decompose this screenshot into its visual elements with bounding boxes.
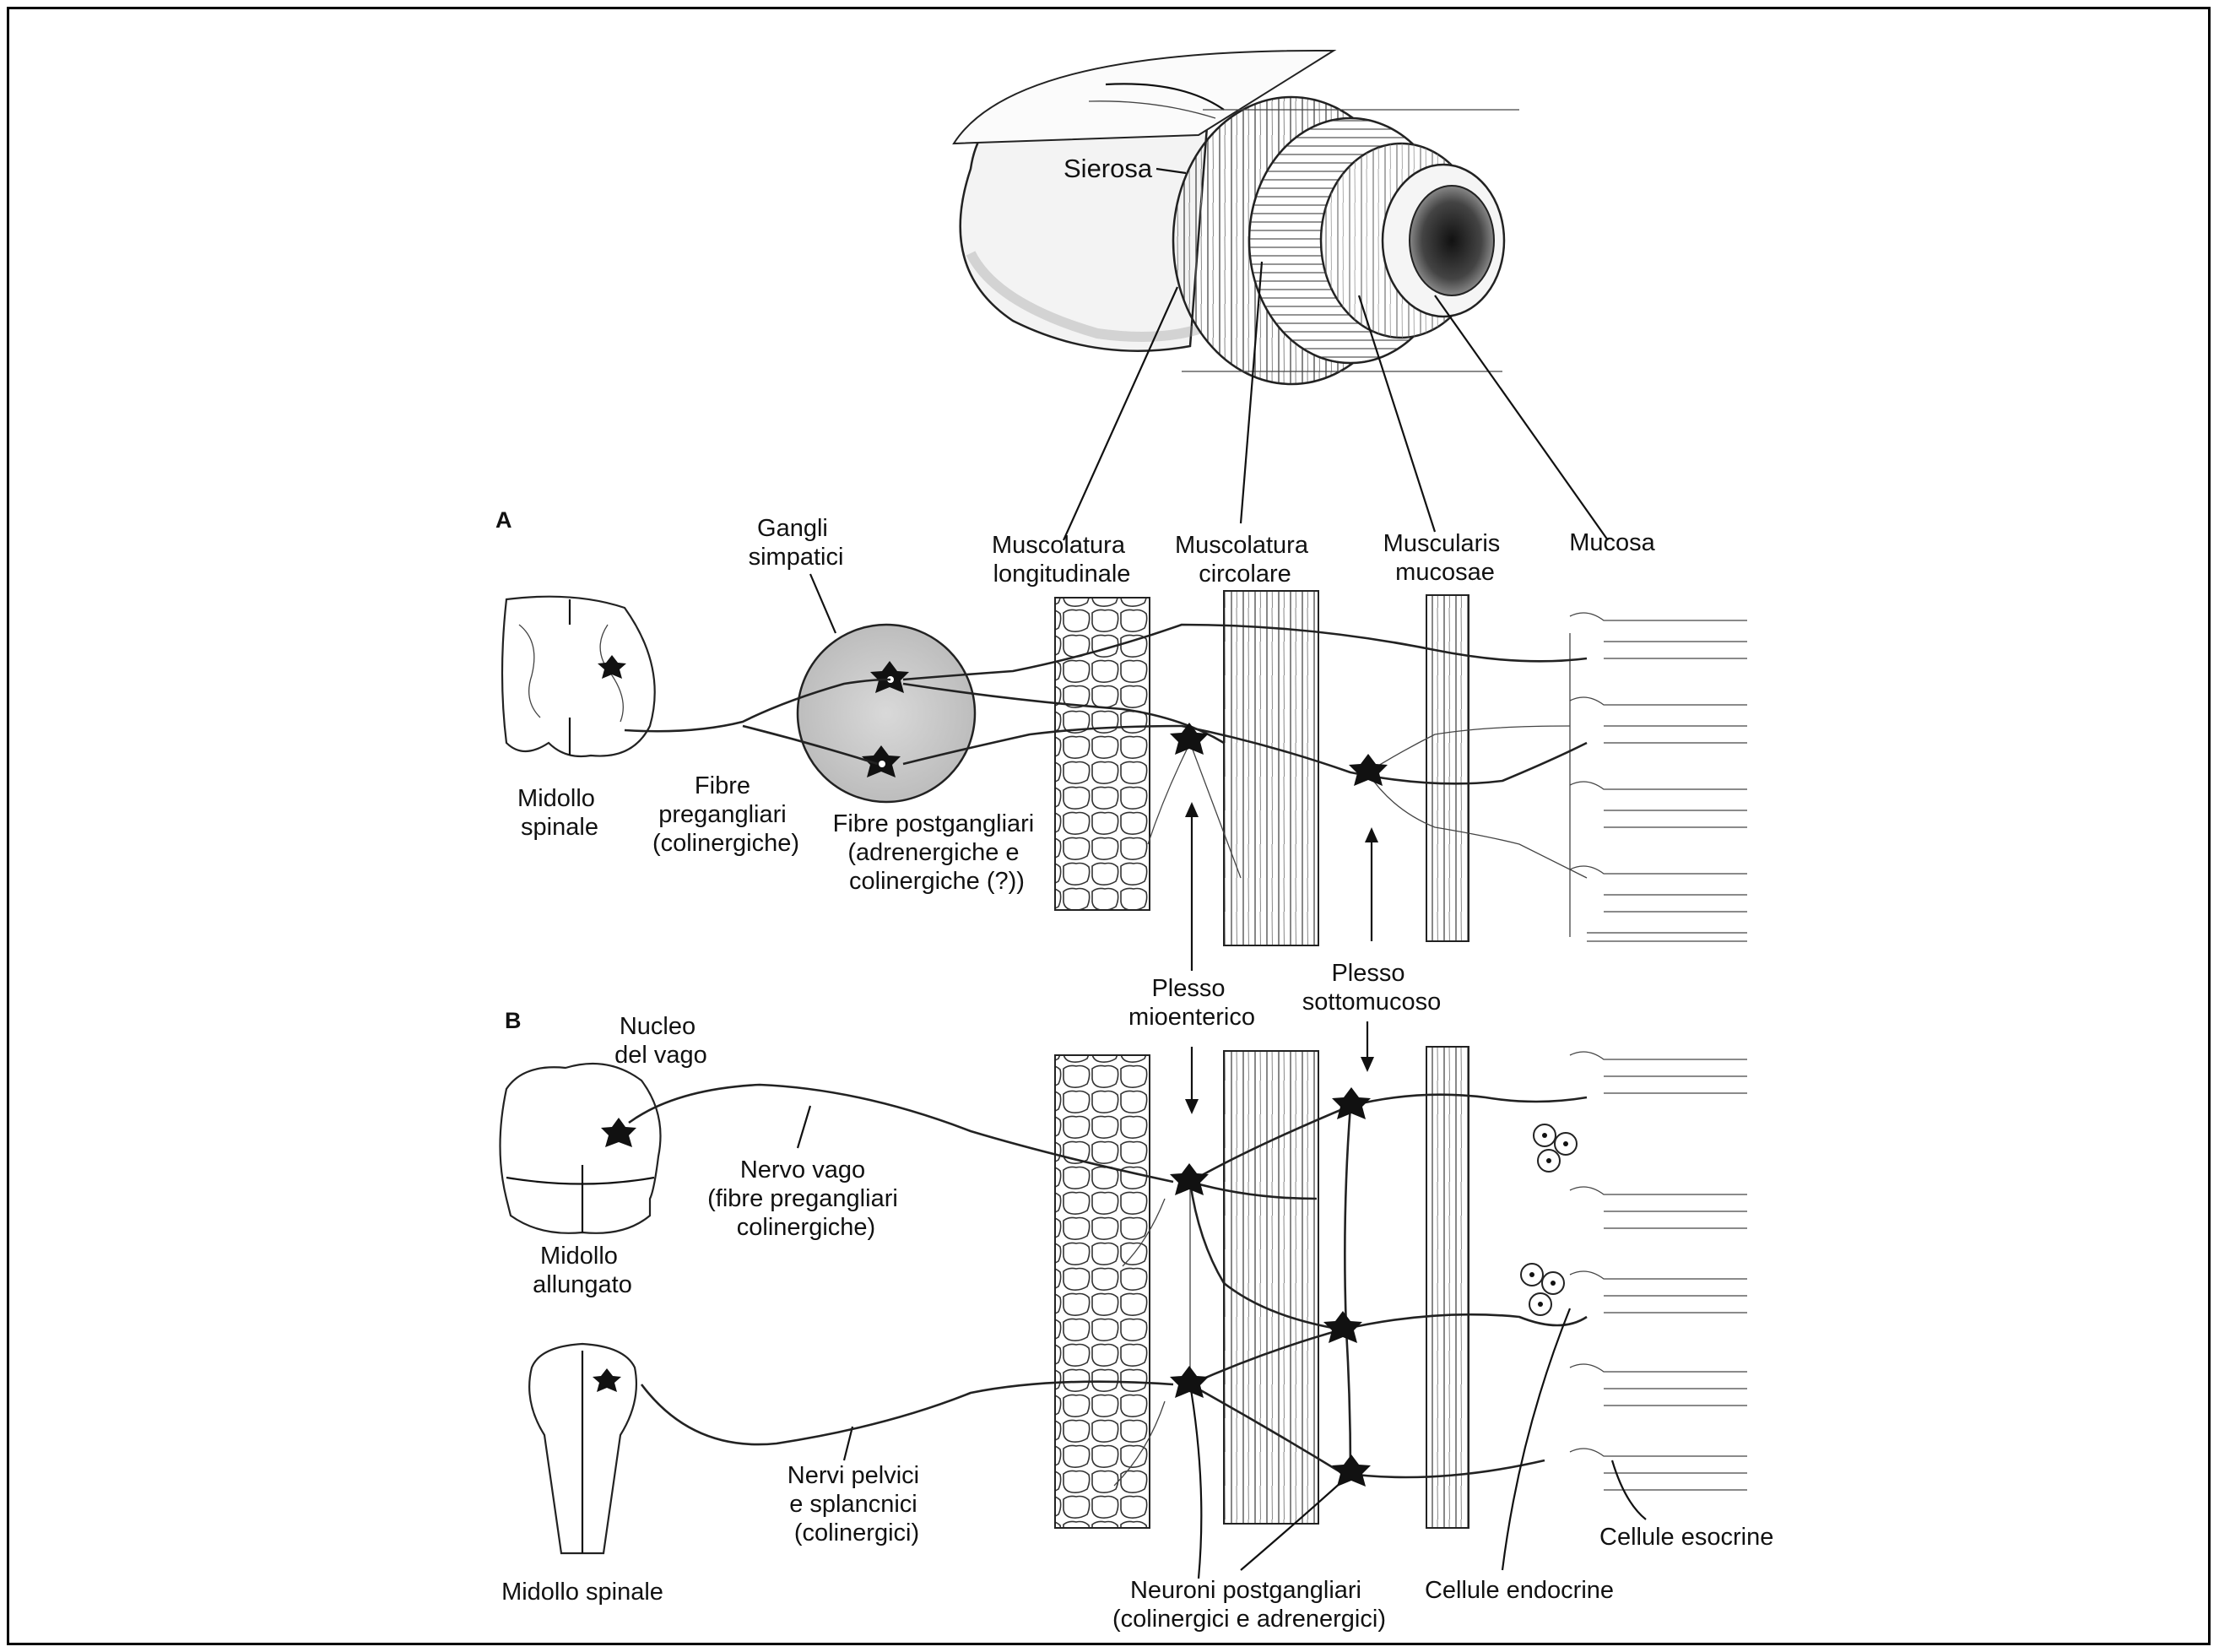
- label-nervi-pelvici: Nervi pelvici e splancnici (colinergici): [787, 1462, 926, 1546]
- label-mucosa: Mucosa: [1569, 529, 1655, 556]
- label-nucleo-del-vago: Nucleo del vago: [614, 1013, 707, 1069]
- panel-a-label: A: [495, 507, 512, 533]
- label-midollo-spinale-b: Midollo spinale: [501, 1579, 663, 1606]
- label-gangli-simpatici: Gangli simpatici: [749, 515, 844, 571]
- label-fibre-postgangliari: Fibre postgangliari (adrenergiche e coli…: [833, 810, 1042, 895]
- intestine-tube-illustration: [954, 51, 1519, 384]
- sympathetic-ganglion: [798, 625, 975, 802]
- label-muscolatura-circolare: Muscolatura circolare: [1175, 532, 1315, 588]
- submucous-neuron-a: [1349, 754, 1388, 786]
- svg-text:Sierosa: Sierosa: [1063, 154, 1153, 183]
- label-cellule-endocrine: Cellule endocrine: [1425, 1577, 1614, 1604]
- medulla-oblongata: [501, 1064, 661, 1233]
- spinal-cord-section-b: [529, 1344, 636, 1553]
- label-midollo-allungato: Midollo allungato: [533, 1243, 632, 1298]
- label-fibre-pregangliari: Fibre pregangliari (colinergiche): [652, 772, 799, 857]
- label-plesso-sottomucoso: Plesso sottomucoso: [1302, 960, 1441, 1016]
- label-nervo-vago: Nervo vago (fibre pregangliari colinergi…: [707, 1156, 905, 1241]
- label-midollo-spinale-a: Midollo spinale: [517, 785, 602, 841]
- spinal-cord-section-a: [502, 597, 655, 756]
- label-muscularis-mucosae: Muscularis mucosae: [1383, 530, 1507, 586]
- label-muscolatura-longitudinale: Muscolatura longitudinale: [992, 532, 1132, 588]
- layer-labels: Muscolatura longitudinale Muscolatura ci…: [992, 529, 1656, 588]
- myenteric-neuron-a: [1170, 723, 1209, 755]
- layers-panel-b: [1055, 1047, 1747, 1528]
- label-neuroni-postgangliari: Neuroni postgangliari (colinergici e adr…: [1112, 1577, 1386, 1633]
- label-cellule-esocrine: Cellule esocrine: [1599, 1524, 1773, 1551]
- panel-b-label: B: [505, 1008, 522, 1033]
- label-plesso-mioenterico: Plesso mioenterico: [1128, 975, 1255, 1031]
- endocrine-cells: [1521, 1124, 1577, 1315]
